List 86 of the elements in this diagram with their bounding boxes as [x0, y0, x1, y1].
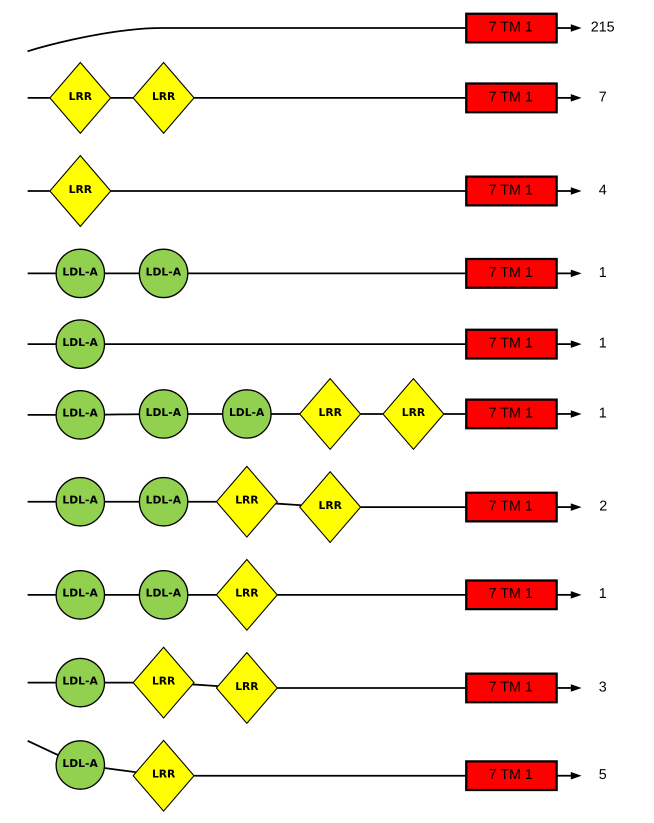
connector	[28, 414, 56, 416]
connector	[104, 594, 140, 596]
node-box: 7 TM 1	[465, 760, 558, 792]
node-box: 7 TM 1	[465, 672, 558, 704]
node-circle: LDL-A	[55, 740, 106, 790]
connector	[28, 190, 50, 192]
node-circle: LDL-A	[55, 248, 106, 298]
connector	[192, 684, 218, 687]
node-text: 215	[590, 19, 615, 36]
connector	[104, 767, 136, 774]
node-diamond: LRR	[216, 466, 278, 538]
connector	[188, 594, 216, 596]
node-box: 7 TM 1	[465, 328, 558, 360]
node-text: 1	[598, 264, 607, 281]
connector	[104, 682, 134, 684]
node-text: 3	[598, 679, 607, 696]
connector	[28, 682, 56, 684]
node-diamond: LRR	[216, 652, 278, 724]
arrow	[556, 187, 582, 195]
connector	[28, 96, 50, 99]
node-circle: LDL-A	[138, 570, 188, 620]
node-circle: LDL-A	[55, 658, 106, 708]
node-diamond: LRR	[298, 378, 362, 450]
connector	[188, 500, 216, 503]
node-circle: LDL-A	[138, 476, 188, 527]
connector	[194, 96, 466, 99]
connector	[28, 500, 56, 503]
connector	[188, 413, 222, 415]
arrow	[556, 410, 582, 418]
node-text: 1	[598, 586, 607, 602]
node-box: 7 TM 1	[465, 12, 558, 44]
connector	[277, 687, 466, 689]
arrow	[556, 503, 582, 511]
node-box: 7 TM 1	[465, 258, 558, 289]
node-text: 1	[598, 336, 607, 352]
node-diamond: LRR	[132, 646, 195, 719]
node-circle: LDL-A	[55, 319, 106, 369]
node-box: 7 TM 1	[465, 398, 558, 430]
node-circle: LDL-A	[55, 390, 106, 440]
node-box: 7 TM 1	[465, 176, 558, 206]
connector	[277, 594, 466, 596]
node-circle: LDL-A	[138, 248, 188, 298]
arrow	[556, 24, 582, 32]
node-text: 2	[599, 498, 608, 514]
node-text: 1	[598, 405, 607, 422]
connector	[104, 413, 140, 416]
connector	[360, 413, 383, 415]
connector	[28, 594, 56, 596]
connector	[110, 96, 133, 99]
connector	[271, 413, 300, 415]
arrow	[556, 270, 582, 278]
node-circle: LDL-A	[55, 476, 106, 527]
connector	[110, 190, 466, 192]
arrow	[556, 684, 582, 692]
node-circle: LDL-A	[55, 570, 106, 620]
connector	[360, 506, 466, 508]
arrow	[556, 591, 582, 599]
connector	[444, 413, 466, 415]
arrow	[556, 340, 582, 348]
connector	[104, 272, 140, 274]
node-box: 7 TM 1	[465, 82, 558, 114]
connector	[27, 27, 466, 52]
node-circle: LDL-A	[222, 389, 272, 439]
connector	[104, 343, 466, 346]
node-circle: LDL-A	[138, 389, 188, 439]
arrow	[556, 772, 582, 780]
node-box: 7 TM 1	[465, 579, 558, 610]
node-diamond: LRR	[298, 470, 362, 544]
connector	[194, 774, 466, 777]
node-text: 7	[598, 89, 607, 106]
connector	[27, 740, 59, 756]
node-diamond: LRR	[49, 154, 112, 228]
connector	[188, 272, 466, 274]
connector	[28, 272, 56, 274]
connector	[276, 502, 302, 506]
node-diamond: LRR	[49, 62, 112, 134]
node-diamond: LRR	[132, 62, 195, 134]
connector	[104, 500, 140, 503]
arrow	[556, 94, 582, 102]
node-box: 7 TM 1	[465, 492, 558, 523]
connector	[28, 343, 56, 346]
node-text: 4	[598, 182, 607, 198]
node-diamond: LRR	[216, 558, 278, 632]
node-diamond: LRR	[382, 378, 445, 450]
node-diamond: LRR	[132, 740, 195, 812]
node-text: 5	[598, 767, 607, 784]
